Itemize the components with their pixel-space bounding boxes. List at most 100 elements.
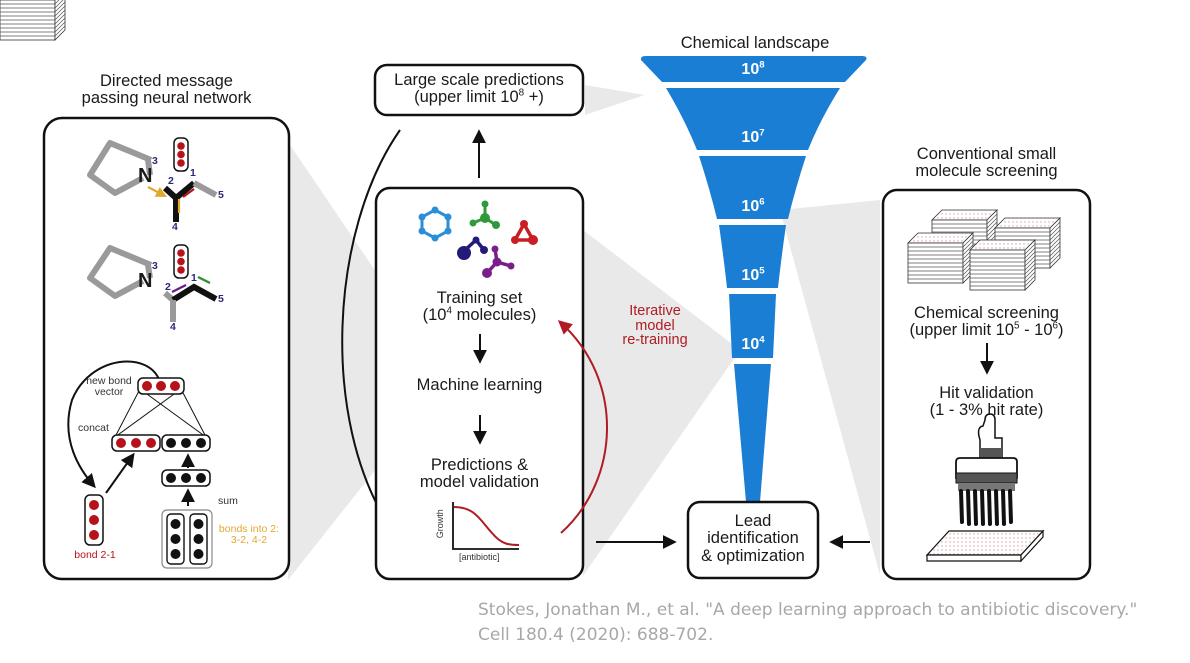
funnel-level-2: [666, 88, 840, 150]
funnel-1-exp: 8: [759, 59, 765, 71]
atom-num-5a: 5: [218, 189, 224, 201]
funnel-2-base: 10: [741, 129, 760, 146]
bonds-into-line1: bonds into 2:: [218, 523, 280, 535]
atom-num-4b: 4: [170, 321, 176, 333]
large-scale-label: Large scale predictions (upper limit 108…: [375, 71, 583, 107]
bond-2-1-label: bond 2-1: [74, 549, 116, 561]
atom-num-3a: 3: [152, 155, 158, 167]
chem-sup1: 5: [1014, 320, 1020, 332]
dmpnn-title-line2: passing neural network: [81, 89, 252, 108]
atom-num-1b: 1: [191, 272, 197, 284]
funnel-label-5: 104: [703, 334, 803, 354]
chem-mid: - 10: [1019, 321, 1053, 340]
large-scale-sup: 8: [518, 87, 525, 99]
new-bond-vector-label: new bond vector: [84, 375, 134, 399]
training-set-line1: Training set: [436, 289, 523, 307]
funnel-5-base: 10: [741, 336, 760, 353]
plate-stacks-icon: [0, 0, 1061, 291]
chem-post: ): [1058, 321, 1064, 340]
well-plate-icon: [925, 529, 1045, 563]
funnel-label-1: 108: [703, 59, 803, 79]
hit-validation-label: Hit validation (1 - 3% hit rate): [883, 384, 1090, 420]
new-bond-line1: new bond: [86, 375, 132, 387]
large-scale-box: [373, 63, 585, 117]
predictions-label: Predictions & model validation: [376, 456, 583, 492]
conventional-box: [881, 188, 1092, 581]
chem-sup2: 6: [1052, 320, 1059, 332]
dmpnn-title: Directed message passing neural network: [44, 72, 289, 108]
wedge-training: [583, 230, 740, 576]
chemical-screening-label: Chemical screening (upper limit 105 - 10…: [883, 304, 1090, 340]
training-post: molecules): [451, 306, 537, 325]
chem-screen-line1: Chemical screening: [914, 304, 1059, 322]
arrow-large-scale-to-predictions: [341, 129, 401, 530]
chem-pre: (upper limit 10: [909, 321, 1014, 340]
training-sup: 4: [446, 305, 452, 317]
atom-n-2: N: [138, 270, 153, 292]
funnel-3-base: 10: [741, 198, 760, 215]
lead-line3: & optimization: [701, 546, 805, 565]
atom-n-1: N: [138, 165, 153, 187]
iterative-line1: Iterative: [629, 303, 681, 319]
conventional-title: Conventional small molecule screening: [883, 145, 1090, 181]
funnel-title: Chemical landscape: [680, 34, 830, 52]
funnel-stem: [734, 364, 771, 502]
large-scale-pre: (upper limit 10: [414, 88, 519, 107]
training-box: [374, 186, 585, 581]
funnel-label-3: 106: [703, 196, 803, 216]
funnel-level-4: [719, 225, 786, 288]
wedge-dmpnn: [288, 142, 448, 580]
funnel-4-base: 10: [741, 267, 760, 284]
lead-line1: Lead: [734, 512, 772, 530]
hit-line2: (1 - 3% hit rate): [929, 401, 1044, 420]
shadow-wedges: [288, 85, 880, 580]
network-diagram: [67, 360, 213, 569]
molecule-1: [87, 137, 218, 222]
dmpnn-box: [42, 116, 291, 581]
iterative-line2: model: [635, 317, 675, 334]
large-scale-line1: Large scale predictions: [394, 71, 564, 89]
arrow-iterative-retraining: [557, 320, 608, 534]
antibiotic-axis-label: [antibiotic]: [459, 552, 500, 562]
atom-num-1a: 1: [190, 167, 196, 179]
chem-screen-line2: (upper limit 105 - 106): [883, 320, 1090, 340]
atom-num-4a: 4: [172, 221, 178, 233]
pipette-icon: [955, 413, 1018, 526]
atom-num-2a: 2: [168, 175, 174, 187]
growth-axis-label: Growth: [434, 509, 445, 539]
funnel-1-base: 10: [741, 61, 760, 78]
funnel-level-5: [729, 294, 776, 358]
conventional-title-line2: molecule screening: [915, 162, 1058, 181]
funnel-label-2: 107: [703, 128, 803, 147]
large-scale-post: +): [524, 88, 544, 107]
citation: Stokes, Jonathan M., et al. "A deep lear…: [478, 598, 1137, 647]
citation-line1: Stokes, Jonathan M., et al. "A deep lear…: [478, 600, 1138, 620]
funnel-level-1: [640, 56, 867, 82]
lead-line2: identification: [707, 529, 799, 548]
large-scale-line2: (upper limit 108 +): [375, 87, 583, 107]
atom-num-3b: 3: [152, 260, 158, 272]
training-set-label: Training set (104 molecules): [376, 289, 583, 325]
molecule-2: [87, 244, 218, 322]
funnel-3-exp: 6: [759, 196, 765, 208]
citation-line2: Cell 180.4 (2020): 688-702.: [478, 624, 714, 645]
predictions-line2: model validation: [419, 473, 540, 492]
funnel-5-exp: 4: [759, 334, 765, 346]
hit-line1: Hit validation: [939, 384, 1034, 402]
iterative-line3: re-training: [622, 332, 688, 348]
funnel: [640, 56, 867, 502]
dmpnn-title-line1: Directed message: [100, 72, 233, 90]
funnel-label-4: 105: [703, 265, 803, 285]
concat-label: concat: [78, 422, 109, 434]
new-bond-line2: vector: [94, 386, 124, 399]
funnel-4-exp: 5: [759, 265, 765, 277]
predictions-line1: Predictions &: [430, 456, 529, 474]
bonds-into-label: bonds into 2: 3-2, 4-2: [214, 523, 284, 546]
molecules-icon: [418, 200, 538, 278]
training-pre: (10: [422, 306, 447, 325]
funnel-level-3: [699, 156, 806, 219]
atom-num-2b: 2: [165, 281, 171, 293]
sum-label: sum: [218, 495, 238, 507]
atom-num-5b: 5: [218, 293, 224, 305]
